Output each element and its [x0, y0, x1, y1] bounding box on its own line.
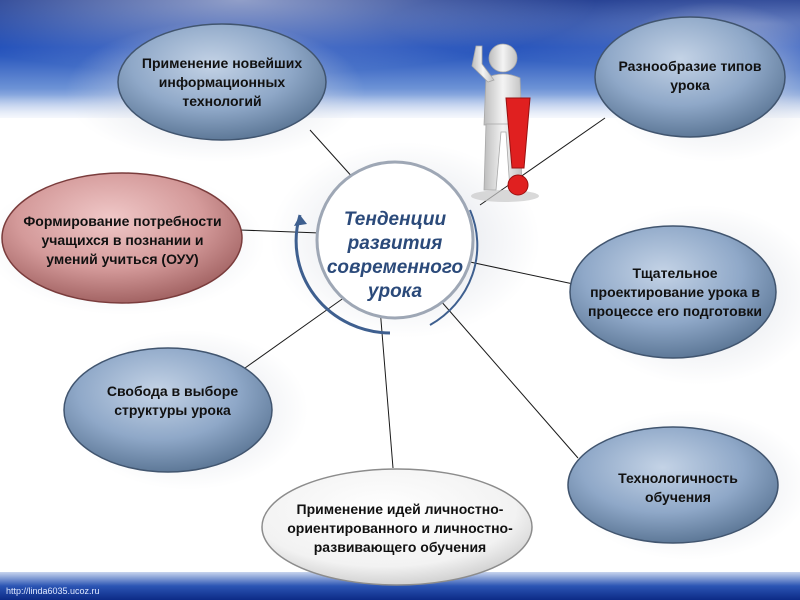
- node-variety: [594, 16, 786, 138]
- connector-technologies: [309, 129, 356, 181]
- node-freedom-label: Свобода в выборе структуры урока: [106, 382, 239, 418]
- connector-design: [469, 261, 579, 286]
- center-swirl-arrow: [294, 215, 307, 226]
- connector-manufacturability: [439, 299, 579, 459]
- node-design-label: Тщательное проектирование урока в процес…: [588, 264, 762, 319]
- center-swirl-left: [294, 214, 391, 335]
- node-manufacturability: [567, 426, 779, 544]
- node-technologies: [117, 23, 327, 141]
- exclamation-icon: [505, 97, 531, 196]
- node-formation: [1, 172, 243, 304]
- node-ideas: [261, 468, 533, 586]
- footer-url: http://linda6035.ucoz.ru: [6, 586, 100, 596]
- connector-ideas: [379, 307, 394, 469]
- node-design: [569, 225, 777, 359]
- node-technologies-label: Применение новейших информационных техно…: [141, 54, 303, 109]
- node-variety-label: Разнообразие типов урока: [618, 58, 762, 93]
- center-node: [315, 160, 475, 320]
- node-manufacturability-label: Технологичность обучения: [618, 470, 738, 505]
- node-ideas-label: Применение идей личностно-ориентированно…: [287, 500, 513, 555]
- node-freedom: [63, 347, 273, 473]
- connector-formation: [239, 229, 321, 234]
- node-formation-label: Формирование потребности учащихся в позн…: [23, 212, 222, 267]
- center-swirl-right: [429, 209, 479, 326]
- center-title: Тенденции развития современного урока: [326, 209, 464, 302]
